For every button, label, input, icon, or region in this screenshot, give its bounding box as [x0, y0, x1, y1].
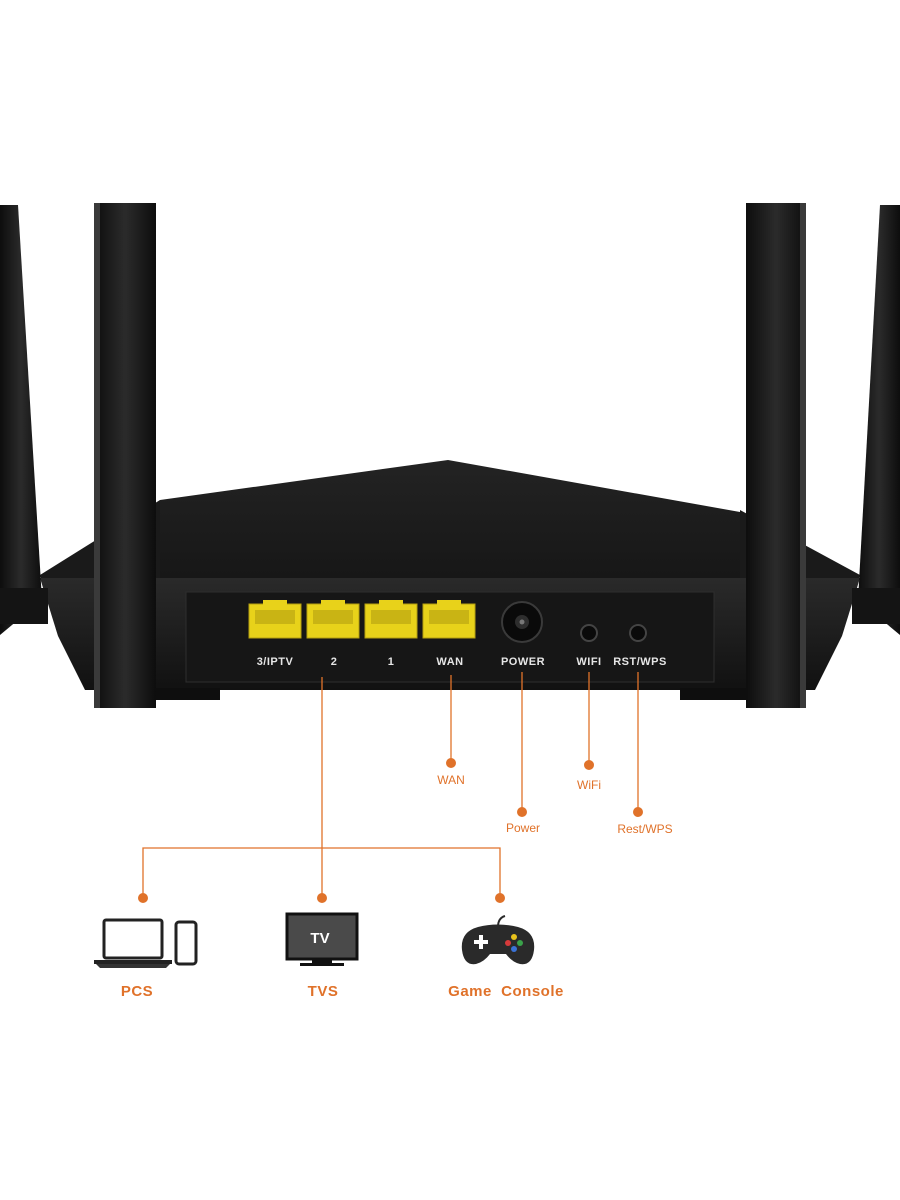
device-label-game-console: Game Console: [448, 983, 564, 1000]
antenna-left-outer: [0, 205, 48, 635]
callout-power: Power: [505, 821, 541, 835]
callout-dots: [138, 758, 643, 903]
phone-icon: [174, 920, 198, 966]
port-label-power: POWER: [500, 656, 546, 668]
callout-lines: [142, 672, 639, 898]
ethernet-port-wan: [422, 600, 476, 639]
power-jack: [501, 601, 543, 643]
laptop-icon: [94, 918, 172, 968]
antenna-left: [94, 203, 156, 708]
port-label-rst-wps: RST/WPS: [613, 656, 667, 668]
ethernet-port-lan1: [364, 600, 418, 639]
antenna-right-outer: [852, 205, 900, 635]
rst-wps-button: [629, 624, 647, 642]
ethernet-port-lan2: [306, 600, 360, 639]
gamepad-icon: [461, 915, 535, 965]
tv-screen-text: TV: [310, 930, 329, 947]
callout-wan: WAN: [437, 773, 465, 787]
callout-wifi: WiFi: [577, 778, 601, 792]
wifi-button: [580, 624, 598, 642]
port-label-lan3: 3/IPTV: [256, 656, 294, 668]
callout-rst-wps: Rest/WPS: [617, 822, 673, 836]
port-label-lan2: 2: [330, 656, 338, 668]
device-label-tvs: TVS: [307, 983, 339, 1000]
device-label-pcs: PCS: [120, 983, 154, 1000]
port-label-wan: WAN: [436, 656, 464, 668]
tv-icon: [285, 912, 359, 966]
port-label-wifi: WIFI: [576, 656, 602, 668]
ethernet-port-lan3: [248, 600, 302, 639]
antenna-right: [746, 203, 806, 708]
port-label-lan1: 1: [387, 656, 395, 668]
